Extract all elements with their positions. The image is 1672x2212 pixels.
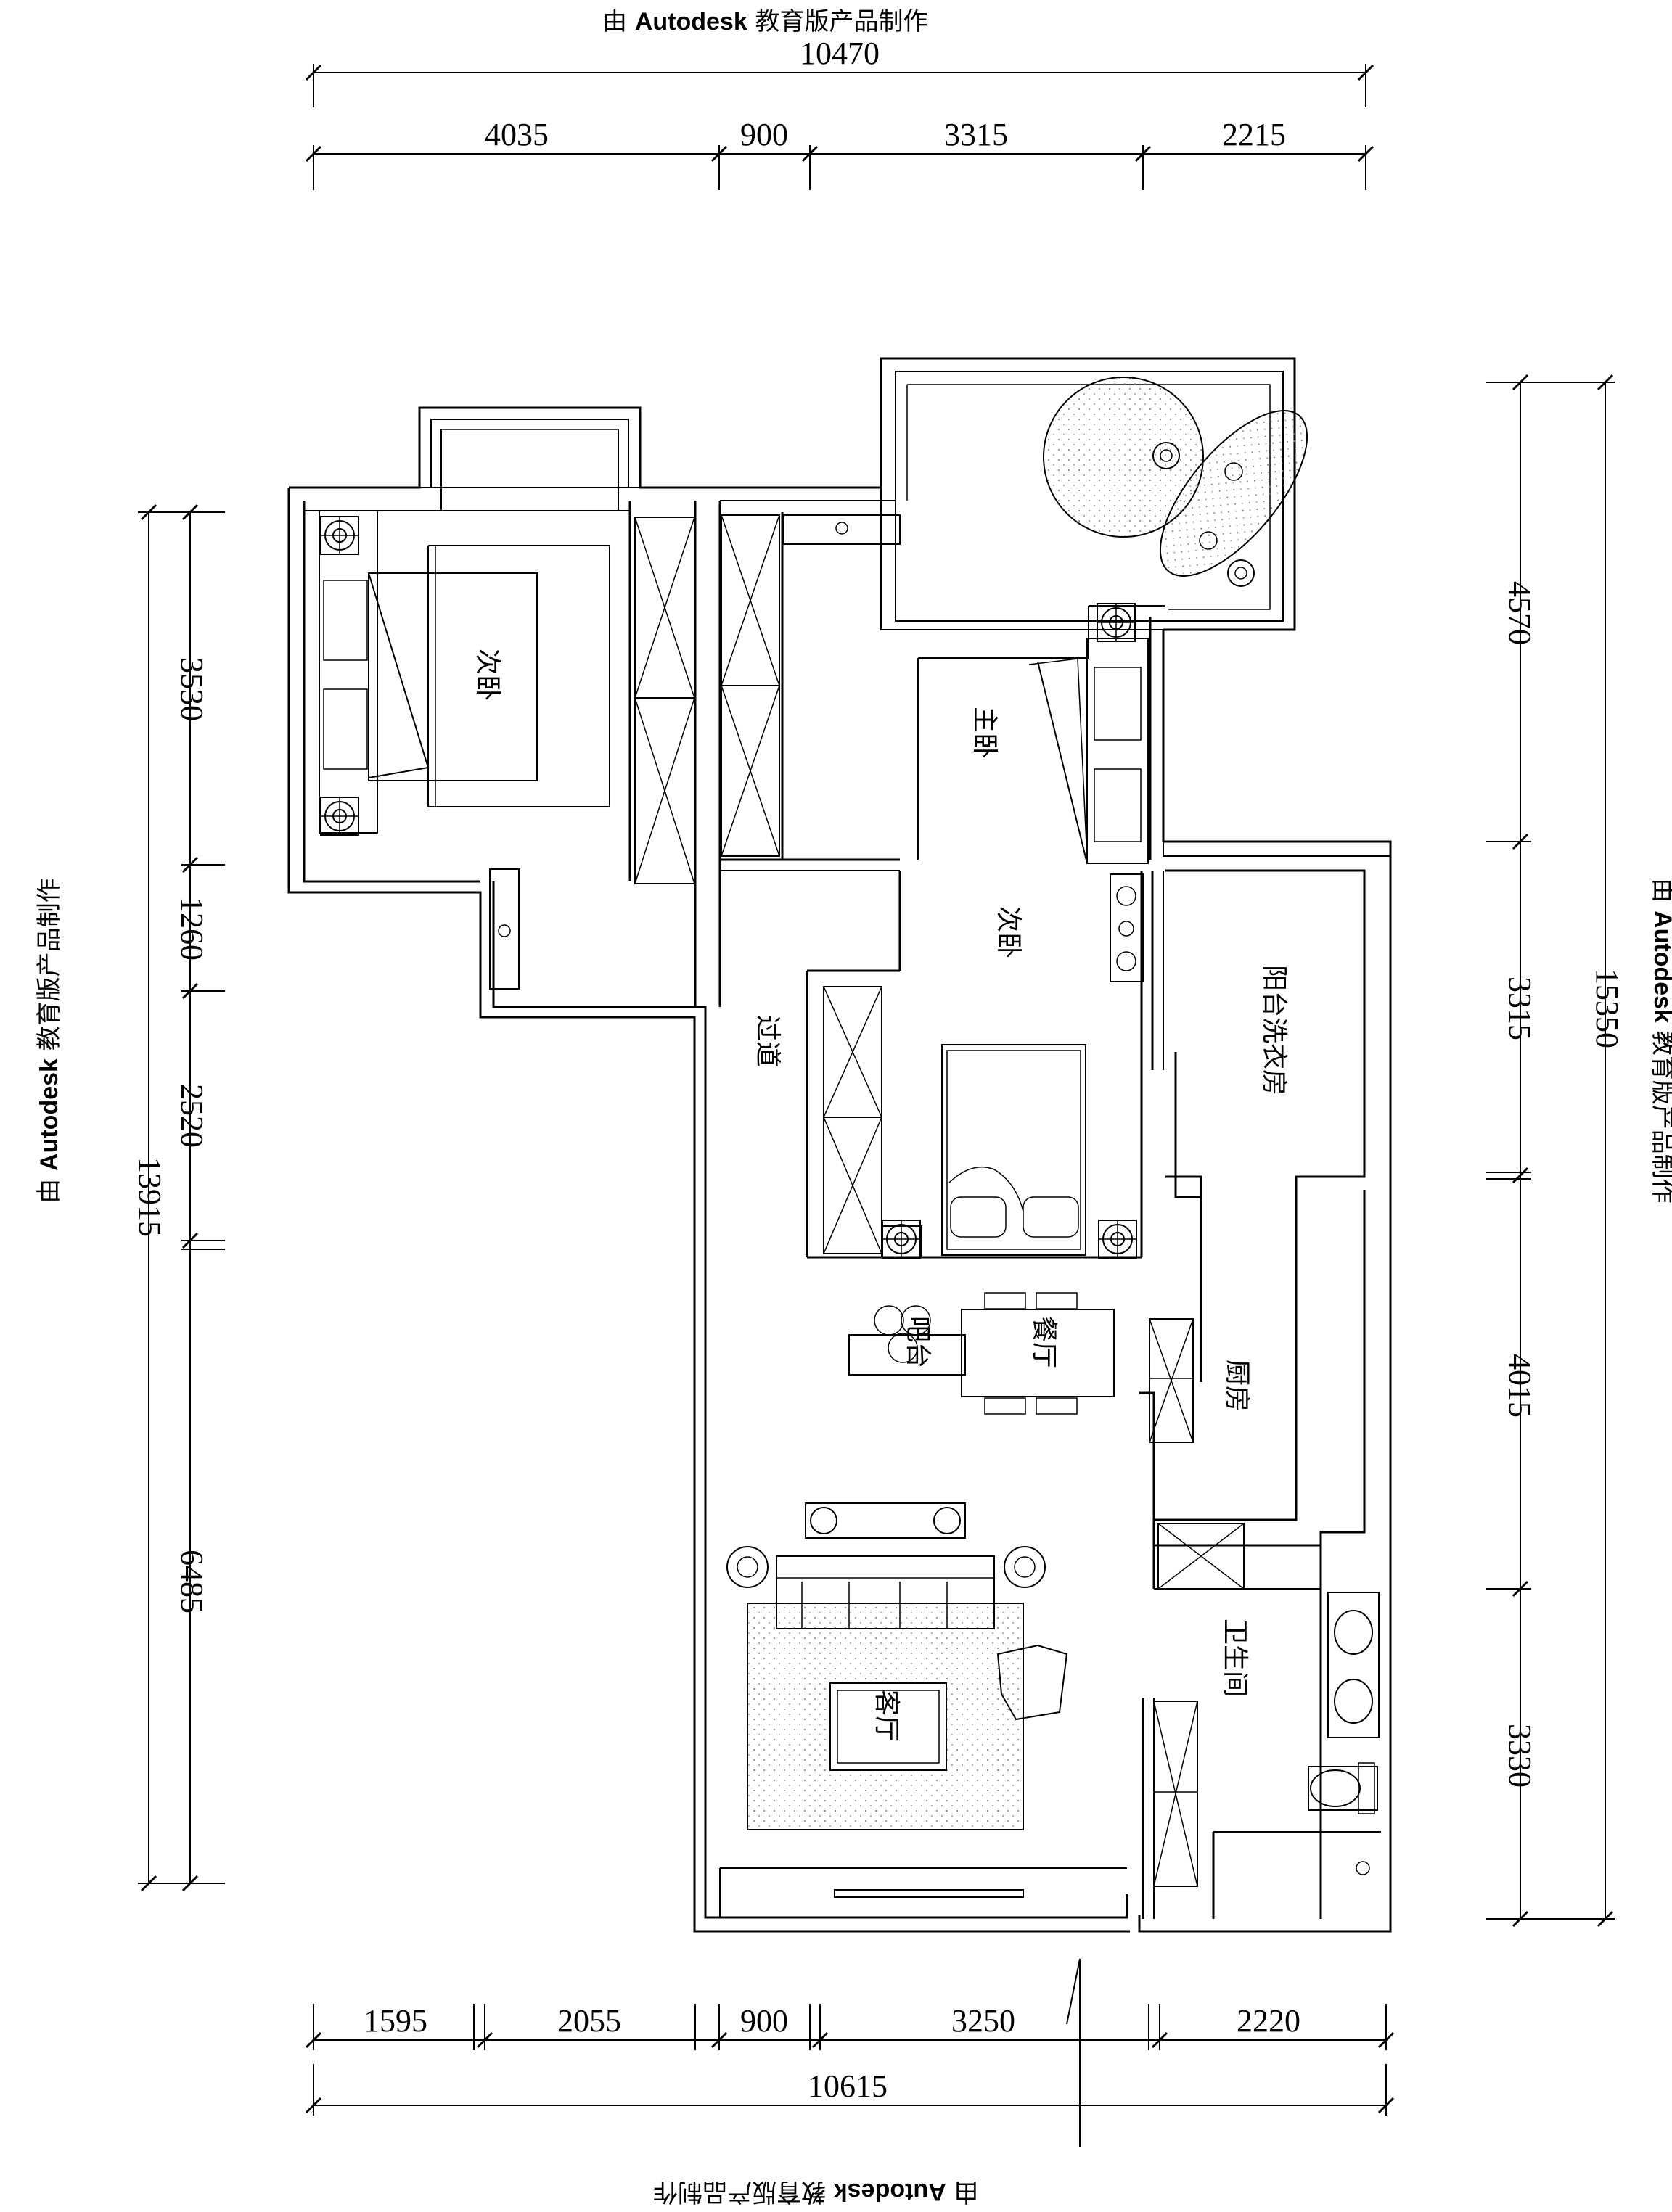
watermark-brand: Autodesk bbox=[634, 8, 747, 36]
room-label-secondary-bedroom-left: 次卧 bbox=[472, 649, 502, 701]
furniture bbox=[319, 377, 1380, 1887]
dim-top-total: 10470 bbox=[800, 36, 880, 71]
dim-bottom-3: 900 bbox=[740, 2003, 788, 2039]
dim-top-4: 2215 bbox=[1222, 117, 1286, 152]
room-label-corridor: 过道 bbox=[753, 1015, 782, 1067]
dim-bottom-total: 10615 bbox=[808, 2068, 888, 2104]
room-label-bathroom: 卫生间 bbox=[1220, 1619, 1250, 1697]
dim-left-4: 6485 bbox=[174, 1550, 210, 1613]
dim-left-3: 2520 bbox=[174, 1084, 210, 1148]
dim-top-2: 900 bbox=[740, 117, 788, 152]
dim-right-1: 4570 bbox=[1502, 581, 1538, 645]
room-label-balcony-laundry: 阳台洗衣房 bbox=[1259, 965, 1289, 1095]
watermark-top: 由 Autodesk 教育版产品制作 bbox=[602, 1, 928, 37]
dim-right-2: 3315 bbox=[1502, 977, 1538, 1040]
dim-left-total: 13915 bbox=[132, 1157, 168, 1237]
dim-bottom-5: 2220 bbox=[1237, 2003, 1300, 2039]
dim-right-4: 3330 bbox=[1502, 1724, 1538, 1788]
watermark-suffix: 教育版产品制作 bbox=[755, 7, 928, 36]
room-label-secondary-bedroom-center: 次卧 bbox=[993, 906, 1023, 958]
dim-top-3: 3315 bbox=[944, 117, 1008, 152]
dim-left-2: 1260 bbox=[174, 897, 210, 961]
dim-left-1: 3530 bbox=[174, 657, 210, 721]
room-label-dining: 餐厅 bbox=[1029, 1316, 1059, 1368]
dim-right-3: 4015 bbox=[1502, 1354, 1538, 1418]
room-label-living: 客厅 bbox=[872, 1690, 901, 1742]
dim-bottom-2: 2055 bbox=[557, 2003, 621, 2039]
dim-right-total: 15350 bbox=[1589, 969, 1625, 1048]
room-label-master-bedroom: 主卧 bbox=[970, 707, 999, 759]
dim-top-1: 4035 bbox=[485, 117, 549, 152]
room-label-bar: 吧台 bbox=[903, 1316, 933, 1368]
dimension-lines bbox=[138, 64, 1615, 2147]
room-label-kitchen: 厨房 bbox=[1222, 1360, 1252, 1412]
watermark-prefix: 由 bbox=[602, 7, 627, 36]
dim-bottom-4: 3250 bbox=[951, 2003, 1015, 2039]
dim-bottom-1: 1595 bbox=[364, 2003, 427, 2039]
